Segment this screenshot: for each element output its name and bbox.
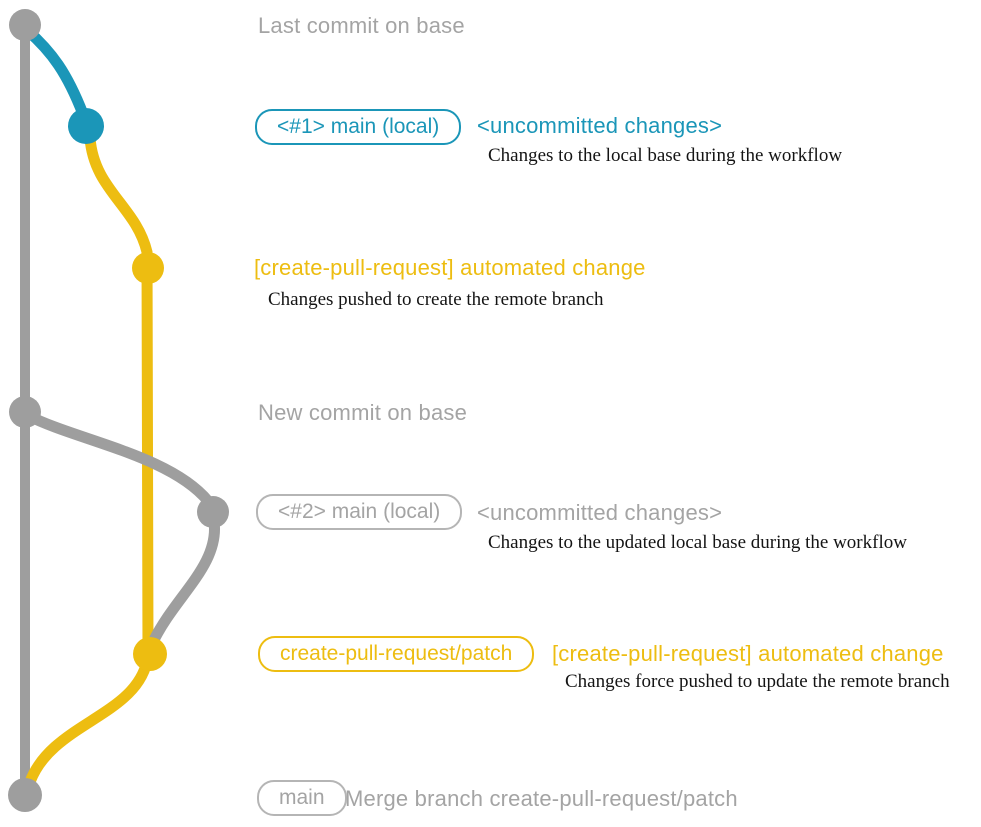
local-main2-line-in bbox=[148, 520, 221, 645]
branch-label-main-local-1: <#1> main (local) bbox=[255, 109, 462, 145]
branch-label-main: main bbox=[257, 780, 347, 816]
caption-automated-change-2: [create-pull-request] automated change bbox=[552, 641, 944, 666]
commit-dot-patch1 bbox=[132, 252, 164, 284]
description-pushed-create-branch: Changes pushed to create the remote bran… bbox=[268, 289, 604, 310]
description-force-pushed-update-branch: Changes force pushed to update the remot… bbox=[565, 671, 950, 692]
caption-new-commit-on-base: New commit on base bbox=[258, 400, 468, 425]
description-local-base-changes: Changes to the local base during the wor… bbox=[488, 145, 843, 166]
caption-merge-branch: Merge branch create-pull-request/patch bbox=[345, 786, 738, 811]
commit-dot-new-base bbox=[9, 396, 41, 428]
patch-branch-line bbox=[84, 137, 154, 655]
commit-dot-merge bbox=[8, 778, 42, 812]
commit-dot-patch2 bbox=[133, 637, 167, 671]
local-main2-line-out bbox=[24, 410, 213, 505]
branch-label-patch: create-pull-request/patch bbox=[258, 636, 535, 672]
commit-dot-main1 bbox=[68, 108, 104, 144]
local-main1-line bbox=[23, 25, 89, 117]
description-updated-local-base-changes: Changes to the updated local base during… bbox=[488, 532, 907, 553]
commit-dot-main2 bbox=[197, 496, 229, 528]
caption-automated-change-1: [create-pull-request] automated change bbox=[254, 255, 646, 280]
commit-dot-last-base bbox=[9, 9, 41, 41]
patch-branch-merge-line bbox=[24, 654, 154, 785]
caption-uncommitted-changes-1: <uncommitted changes> bbox=[477, 113, 723, 138]
caption-uncommitted-changes-2: <uncommitted changes> bbox=[477, 500, 723, 525]
branch-label-main-local-2: <#2> main (local) bbox=[256, 494, 463, 530]
caption-last-commit-on-base: Last commit on base bbox=[258, 13, 465, 38]
